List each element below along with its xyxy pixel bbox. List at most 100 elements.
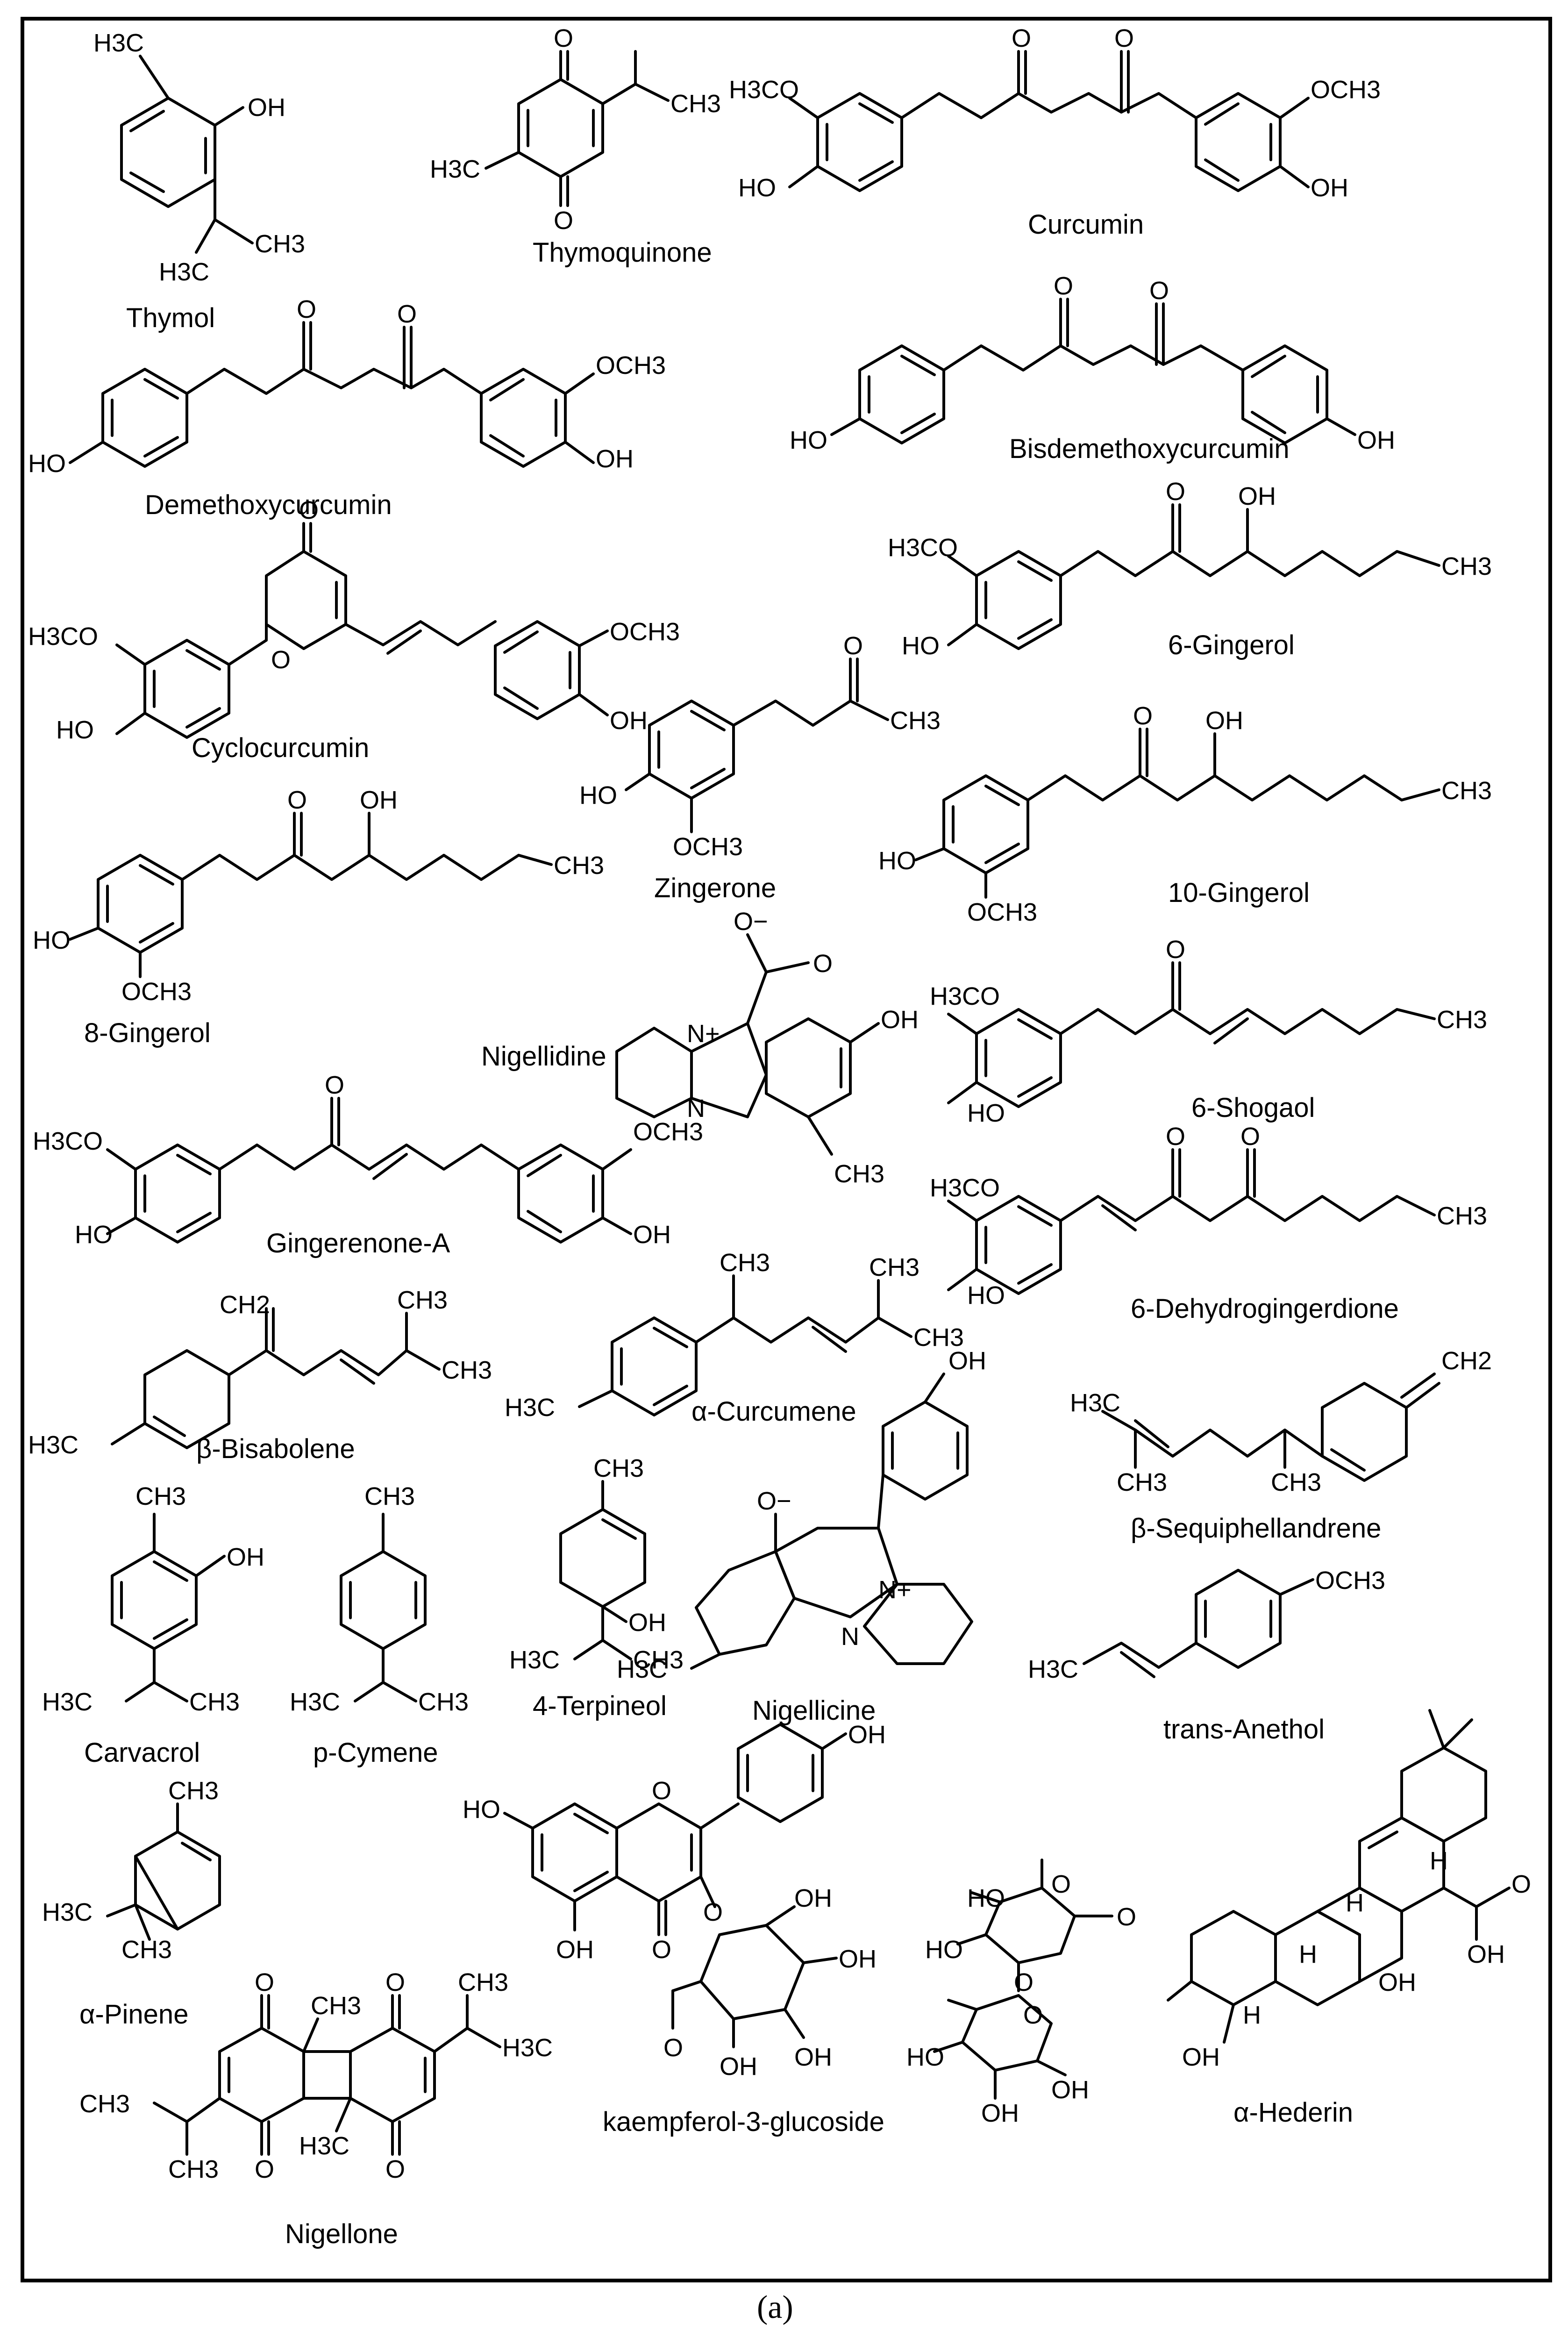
thymol-atom-1: H3C xyxy=(93,29,144,57)
6-dehydrogingerdione-atom-5: CH3 xyxy=(1437,1202,1487,1230)
structure-zingerone: HO OCH3 O CH3 Zingerone xyxy=(579,632,941,903)
compound-name-alpha-pinene: α-Pinene xyxy=(79,1999,188,2030)
thymoquinone-atom-2: O xyxy=(554,207,573,235)
structure-4-terpineol: CH3 OH H3C CH3 4-Terpineol xyxy=(509,1454,684,1721)
alpha-hederin-atom-9: OH xyxy=(981,2099,1019,2127)
structure-thymoquinone: O O CH3 H3C Thymoquinone xyxy=(430,24,721,268)
structure-nigellidine: O− O N+ N OH CH3 Nigellidine xyxy=(481,908,919,1188)
curcumin-atom-3: O xyxy=(1012,24,1031,52)
6-shogaol-atom-2: HO xyxy=(967,1099,1005,1127)
p-cymene-atom-1: CH3 xyxy=(364,1482,415,1510)
compound-name-carvacrol: Carvacrol xyxy=(84,1738,200,1768)
nigellone-atom-3: O xyxy=(385,1968,405,1996)
alpha-hederin-atom-5: O xyxy=(1117,1903,1136,1931)
alpha-hederin-atom-1: HO xyxy=(967,1884,1005,1912)
alpha-hederin-atom-4: O xyxy=(1014,1968,1033,1996)
compound-name-nigellidine: Nigellidine xyxy=(481,1041,606,1072)
cyclocurcumin-atom-4: O xyxy=(271,646,291,674)
compound-name-alpha-curcumene: α-Curcumene xyxy=(691,1396,856,1427)
alpha-hederin-atom-8: OH xyxy=(1051,2076,1089,2104)
structure-nigellone: O CH3 O CH3 H3C CH3 O H3C O CH3 Nigellon… xyxy=(79,1968,553,2249)
thymol-atom-4: H3C xyxy=(159,258,209,286)
6-gingerol-atom-3: O xyxy=(1166,478,1185,506)
4-terpineol-atom-4: CH3 xyxy=(633,1646,684,1674)
compound-name-beta-sequiphellandrene: β-Sequiphellandrene xyxy=(1131,1513,1381,1544)
nigellidine-atom-5: OH xyxy=(881,1006,919,1034)
alpha-curcumene-atom-4: H3C xyxy=(505,1394,555,1422)
zingerone-atom-2: OCH3 xyxy=(673,833,743,861)
alpha-hederin-atom-12: H xyxy=(1299,1940,1317,1968)
figure-frame xyxy=(21,17,1552,2282)
structure-thymol: H3C OH CH3 H3C Thymol xyxy=(93,29,305,333)
trans-anethol-atom-2: H3C xyxy=(1028,1655,1078,1683)
curcumin-atom-6: OH xyxy=(1311,174,1348,202)
alpha-curcumene-atom-2: CH3 xyxy=(869,1253,919,1281)
structure-6-gingerol: H3CO HO O OH CH3 6-Gingerol xyxy=(888,478,1492,660)
structure-gingerenone-a: H3CO HO O OCH3 OH Gingerenone-A xyxy=(33,1071,703,1258)
alpha-hederin-atom-15: H xyxy=(1243,2001,1261,2029)
nigellicine-atom-2: O− xyxy=(757,1487,791,1515)
nigellone-atom-10: CH3 xyxy=(168,2155,219,2183)
compound-name-6-gingerol: 6-Gingerol xyxy=(1168,630,1295,660)
compound-name-demethoxycurcumin: Demethoxycurcumin xyxy=(145,490,392,520)
nigellidine-atom-3: N+ xyxy=(687,1020,720,1048)
structure-alpha-curcumene: CH3 CH3 CH3 H3C α-Curcumene xyxy=(505,1249,964,1427)
bisdemethoxycurcumin-atom-4: OH xyxy=(1357,426,1395,454)
beta-sequiphellandrene-atom-2: CH3 xyxy=(1117,1468,1167,1496)
structure-kaempferol-3-glucoside: HO O OH OH O O OH OH OH OH O kaempferol-… xyxy=(463,1721,886,2137)
structure-demethoxycurcumin: HO O O OCH3 OH Demethoxycurcumin xyxy=(28,295,666,520)
structure-10-gingerol: HO OCH3 O OH CH3 10-Gingerol xyxy=(878,702,1492,926)
10-gingerol-atom-2: OCH3 xyxy=(967,898,1037,926)
thymoquinone-atom-1: O xyxy=(554,24,573,52)
alpha-pinene-atom-1: CH3 xyxy=(168,1777,219,1805)
gingerenone-a-atom-4: OCH3 xyxy=(633,1118,703,1146)
compound-name-6-shogaol: 6-Shogaol xyxy=(1191,1093,1315,1123)
compound-name-curcumin: Curcumin xyxy=(1028,209,1144,240)
4-terpineol-atom-2: OH xyxy=(628,1609,666,1637)
demethoxycurcumin-atom-5: OH xyxy=(596,445,634,473)
thymoquinone-atom-3: CH3 xyxy=(670,90,721,118)
cyclocurcumin-atom-6: OH xyxy=(610,707,648,735)
nigellidine-atom-2: O xyxy=(813,950,833,978)
structure-p-cymene: CH3 H3C CH3 p-Cymene xyxy=(290,1482,469,1768)
6-gingerol-atom-2: HO xyxy=(902,632,940,660)
structure-beta-sequiphellandrene: H3C CH3 CH3 CH2 β-Sequiphellandrene xyxy=(1070,1347,1492,1544)
alpha-hederin-atom-2: O xyxy=(1051,1870,1071,1898)
nigellone-atom-7: O xyxy=(255,2155,274,2183)
10-gingerol-atom-1: HO xyxy=(878,847,916,875)
8-gingerol-atom-3: O xyxy=(287,786,307,814)
structure-6-dehydrogingerdione: H3CO HO O O CH3 6-Dehydrogingerdione xyxy=(930,1123,1487,1324)
zingerone-atom-1: HO xyxy=(579,781,617,809)
carvacrol-atom-4: CH3 xyxy=(189,1688,240,1716)
alpha-hederin-atom-11: OH xyxy=(1378,1968,1416,1996)
nigellone-atom-5: H3C xyxy=(502,2034,553,2062)
thymoquinone-atom-4: H3C xyxy=(430,155,480,183)
bisdemethoxycurcumin-atom-2: O xyxy=(1054,272,1073,300)
compound-name-4-terpineol: 4-Terpineol xyxy=(533,1691,667,1721)
6-gingerol-atom-5: CH3 xyxy=(1441,552,1492,580)
kaempferol-atom-1: HO xyxy=(463,1795,500,1823)
beta-bisabolene-atom-4: H3C xyxy=(28,1431,78,1459)
bisdemethoxycurcumin-atom-1: HO xyxy=(790,426,827,454)
alpha-curcumene-atom-3: CH3 xyxy=(913,1323,964,1351)
alpha-hederin-atom-10: OH xyxy=(1182,2043,1220,2071)
6-shogaol-atom-1: H3CO xyxy=(930,982,1000,1010)
beta-sequiphellandrene-atom-4: CH2 xyxy=(1441,1347,1492,1375)
compound-name-6-dehydrogingerdione: 6-Dehydrogingerdione xyxy=(1131,1294,1399,1324)
8-gingerol-atom-2: OCH3 xyxy=(121,978,192,1006)
6-dehydrogingerdione-atom-2: HO xyxy=(967,1281,1005,1309)
6-shogaol-atom-4: CH3 xyxy=(1437,1006,1487,1034)
nigellone-atom-6: CH3 xyxy=(79,2090,130,2118)
zingerone-atom-4: CH3 xyxy=(890,707,941,735)
6-dehydrogingerdione-atom-1: H3CO xyxy=(930,1174,1000,1202)
10-gingerol-atom-5: CH3 xyxy=(1441,777,1492,805)
6-shogaol-atom-3: O xyxy=(1166,936,1185,964)
kaempferol-atom-8: OH xyxy=(839,1945,877,1973)
carvacrol-atom-2: OH xyxy=(227,1543,264,1571)
alpha-hederin-atom-7: O xyxy=(1023,2001,1043,2029)
6-dehydrogingerdione-atom-3: O xyxy=(1166,1123,1185,1151)
p-cymene-atom-2: H3C xyxy=(290,1688,340,1716)
nigellicine-atom-1: OH xyxy=(948,1347,986,1375)
curcumin-atom-1: H3CO xyxy=(729,76,799,104)
kaempferol-atom-2: O xyxy=(652,1777,671,1805)
